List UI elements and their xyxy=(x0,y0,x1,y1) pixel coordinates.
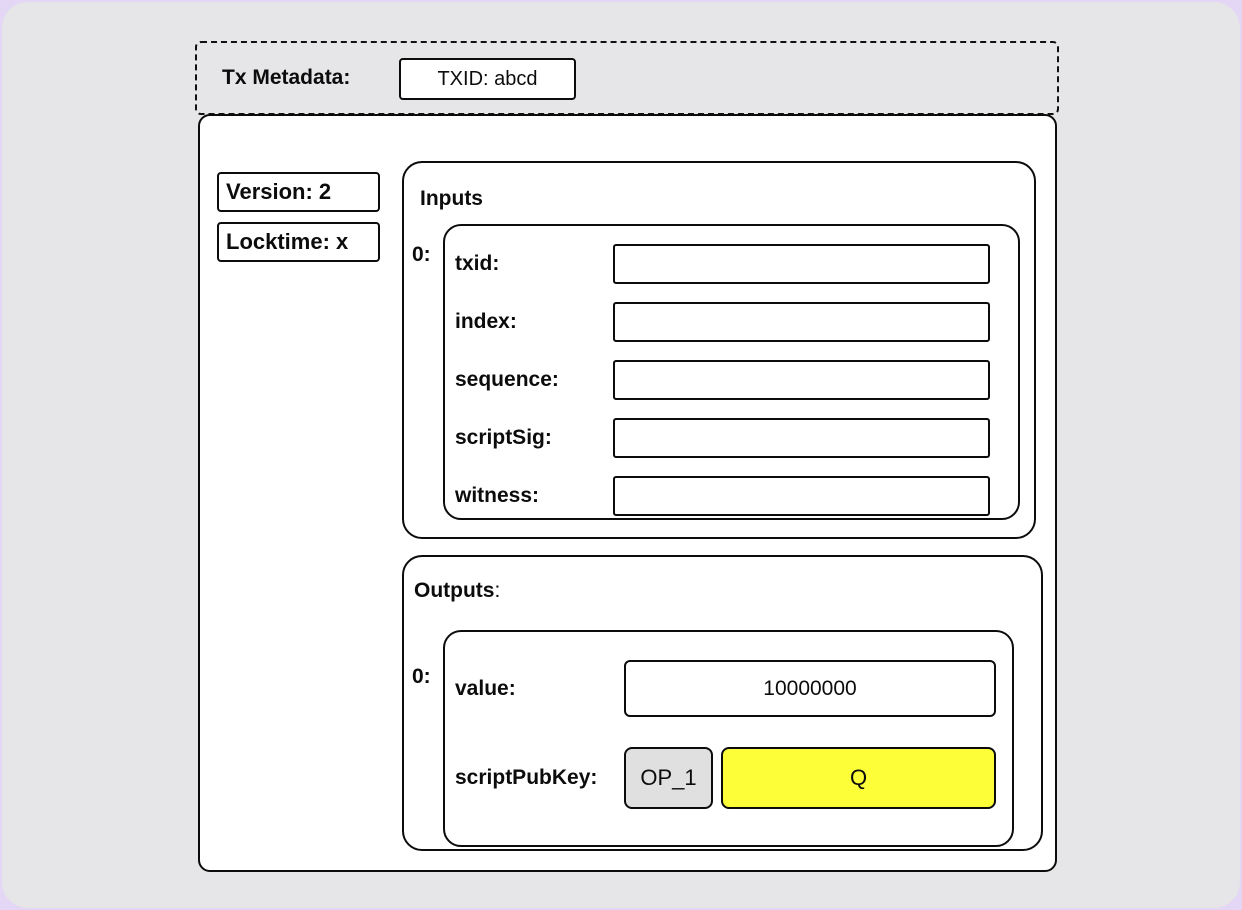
inputs-section: Inputs 0: txid: index: sequence: xyxy=(402,161,1036,539)
outputs-section: Outputs: 0: value: 10000000 scriptPubKey… xyxy=(402,555,1043,851)
value-label: value: xyxy=(455,676,516,700)
output-row-scriptpubkey: scriptPubKey: OP_1 Q xyxy=(445,747,1012,809)
sequence-value-box xyxy=(613,360,990,400)
script-data-box-q: Q xyxy=(721,747,996,809)
index-value-box xyxy=(613,302,990,342)
input-row-scriptsig: scriptSig: xyxy=(445,418,1018,458)
input-0-box: txid: index: sequence: scriptSig: xyxy=(443,224,1020,520)
outputs-title-colon: : xyxy=(494,579,501,602)
outputs-title-text: Outputs xyxy=(414,579,495,602)
scriptpubkey-label: scriptPubKey: xyxy=(455,766,598,789)
input-0-index-label: 0: xyxy=(412,243,431,266)
witness-label: witness: xyxy=(455,484,540,507)
opcode-box-op1: OP_1 xyxy=(624,747,713,809)
transaction-box: Version: 2 Locktime: x Inputs 0: txid: i… xyxy=(198,114,1057,872)
txid-value-box xyxy=(613,244,990,284)
value-box: 10000000 xyxy=(624,660,996,717)
sequence-label: sequence: xyxy=(455,368,559,391)
output-0-box: value: 10000000 scriptPubKey: OP_1 Q xyxy=(443,630,1014,847)
version-box: Version: 2 xyxy=(217,172,380,212)
scriptsig-label: scriptSig: xyxy=(455,426,552,449)
outputs-title: Outputs: xyxy=(414,579,500,603)
input-row-index: index: xyxy=(445,302,1018,342)
txid-label: txid: xyxy=(455,252,500,275)
input-row-sequence: sequence: xyxy=(445,360,1018,400)
txid-chip: TXID: abcd xyxy=(399,58,576,100)
tx-metadata-group: Tx Metadata: TXID: abcd xyxy=(195,41,1059,115)
tx-metadata-label: Tx Metadata: xyxy=(222,65,351,89)
inputs-title: Inputs xyxy=(420,187,483,210)
output-row-value: value: 10000000 xyxy=(445,660,1012,717)
index-label: index: xyxy=(455,310,517,333)
input-row-witness: witness: xyxy=(445,476,1018,516)
scriptsig-value-box xyxy=(613,418,990,458)
witness-value-box xyxy=(613,476,990,516)
output-0-index-label: 0: xyxy=(412,665,431,688)
locktime-box: Locktime: x xyxy=(217,222,380,262)
input-row-txid: txid: xyxy=(445,244,1018,284)
